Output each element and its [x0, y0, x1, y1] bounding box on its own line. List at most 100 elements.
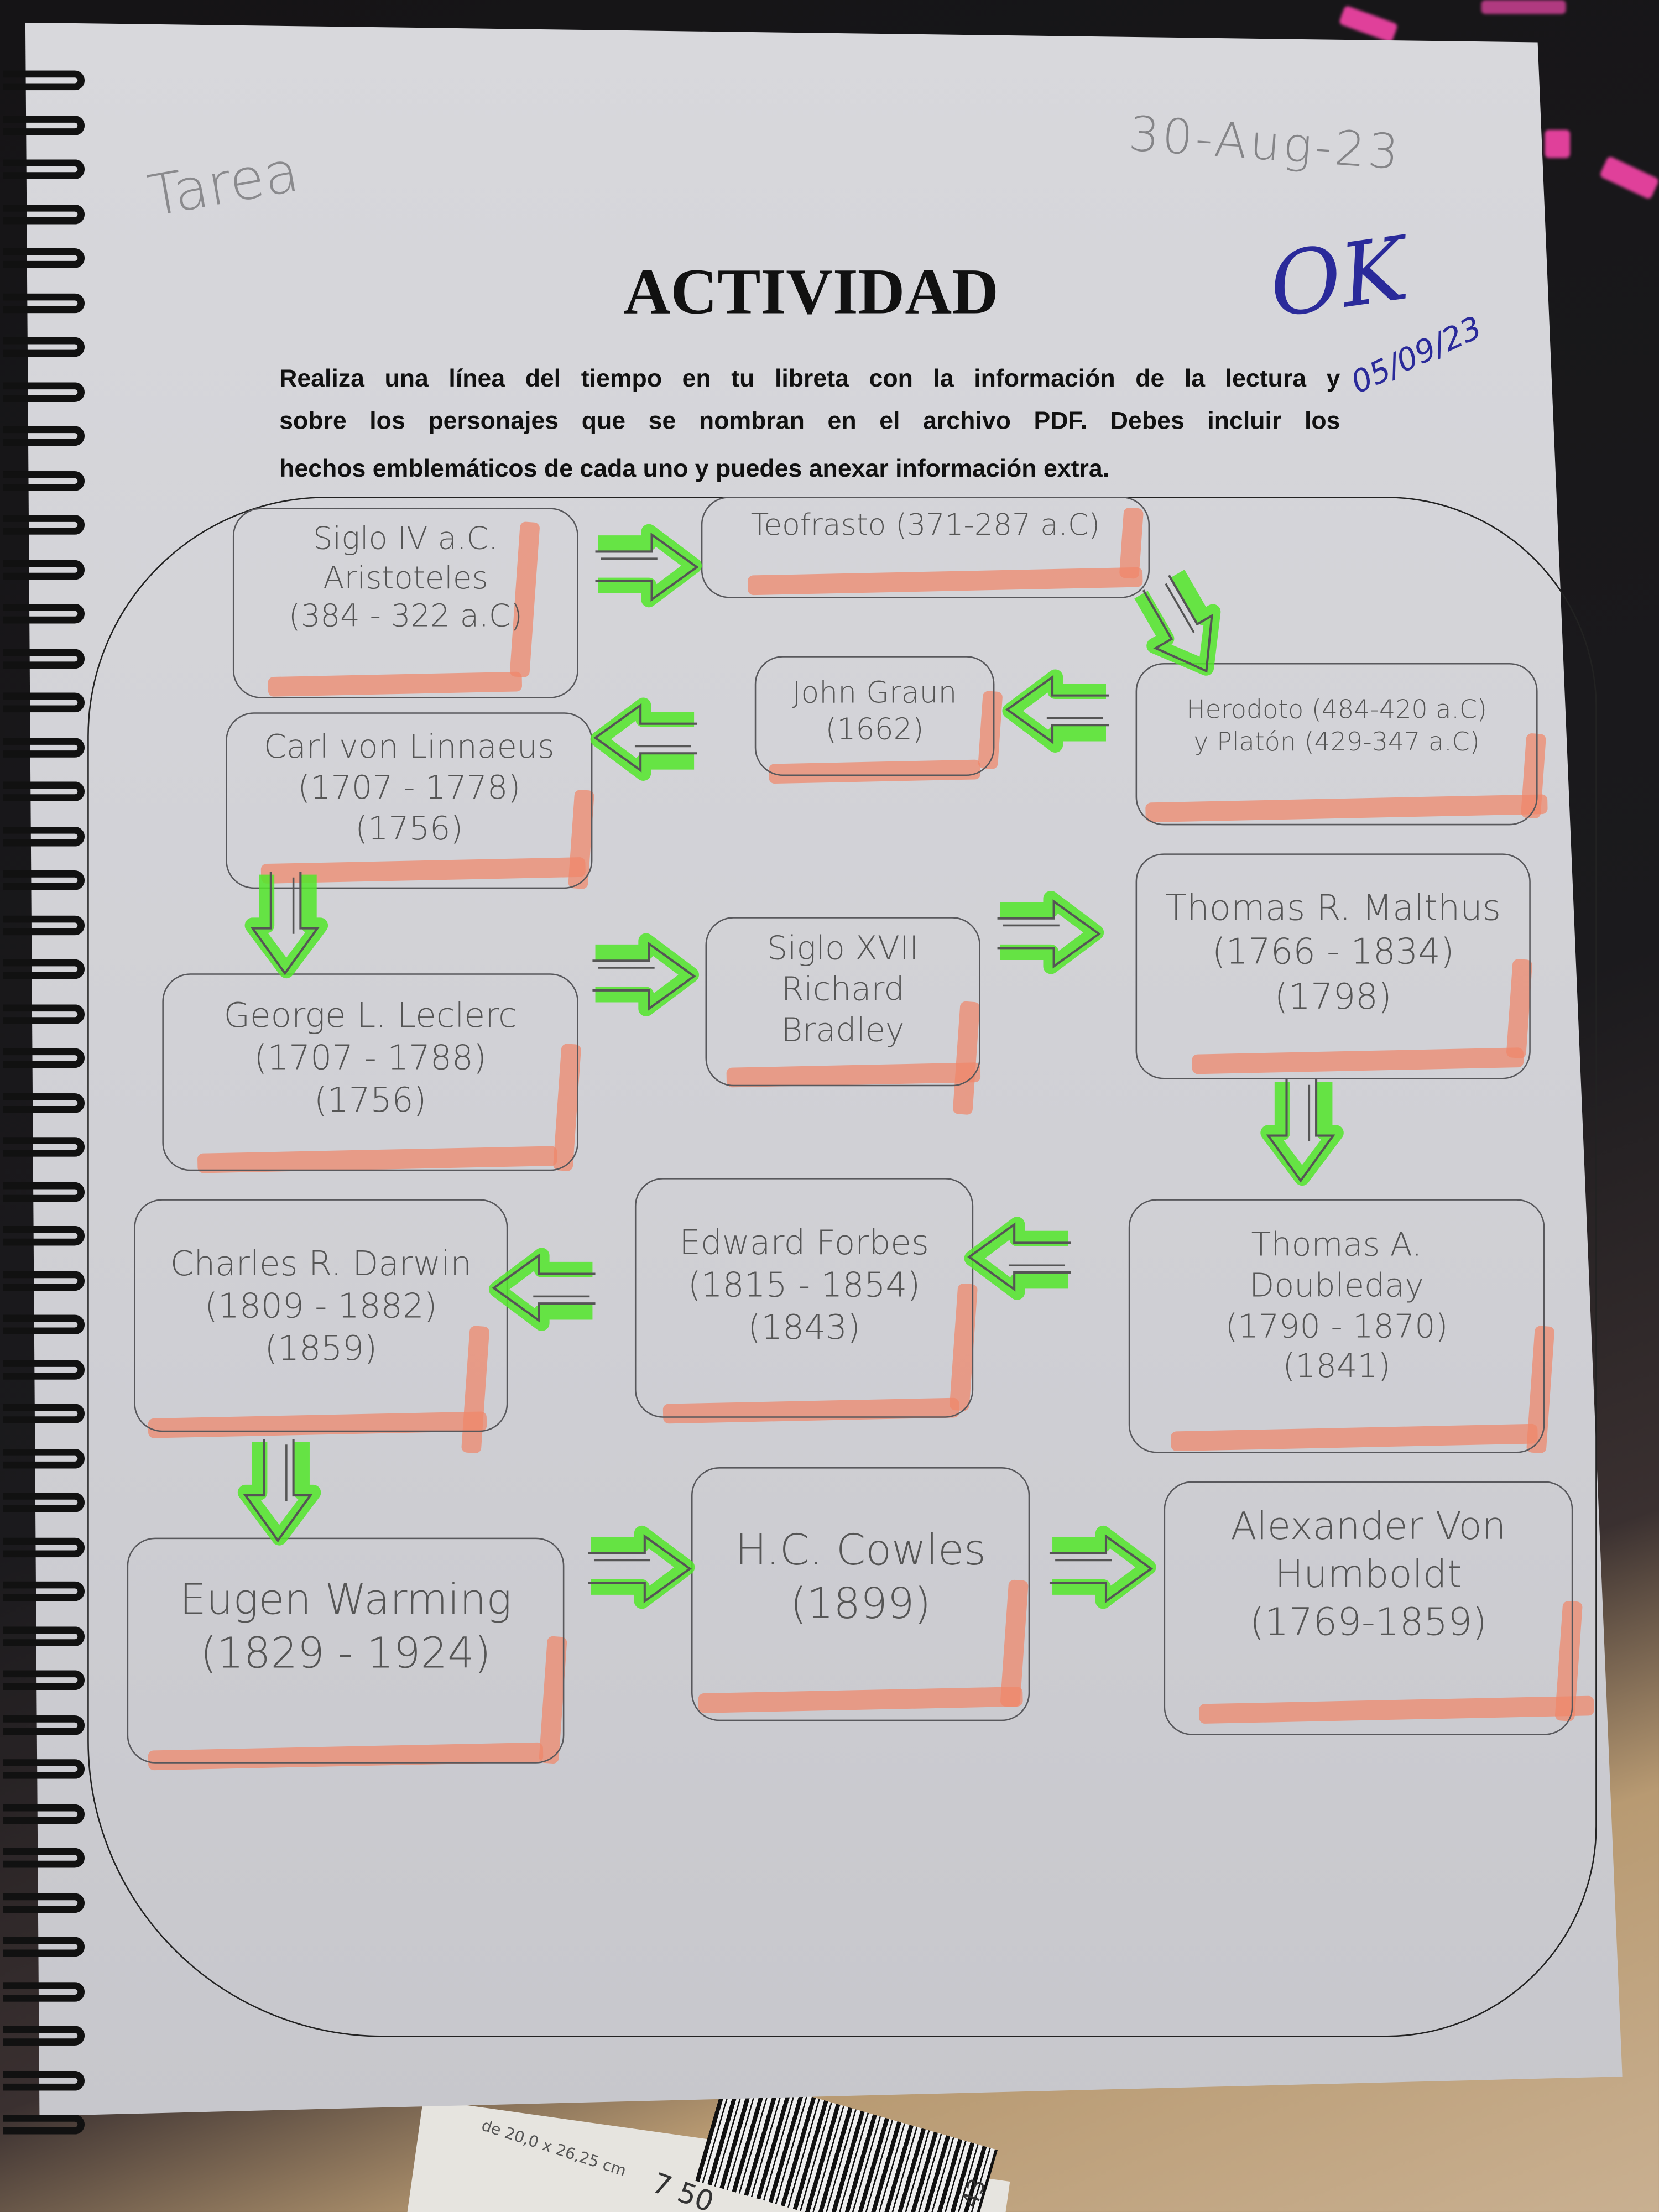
spiral-ring [3, 1581, 85, 1601]
timeline-text-line: (1815 - 1854) [687, 1265, 921, 1305]
timeline-text-line: (1707 - 1788) [254, 1038, 487, 1078]
spiral-ring [3, 1626, 85, 1646]
block-arrow-icon [1047, 1525, 1156, 1609]
timeline-text-line: Bradley [781, 1012, 905, 1049]
spiral-ring [3, 870, 85, 890]
timeline-box-carl-von-linnaeus: Carl von Linnaeus(1707 - 1778)(1756) [226, 712, 593, 889]
timeline-text-line: (1790 - 1870) [1225, 1308, 1448, 1345]
instruction-line-2: sobre los personajes que se nombran en e… [279, 406, 1340, 435]
spiral-ring [3, 1181, 85, 1202]
spiral-ring [3, 159, 85, 179]
timeline-text-line: (1829 - 1924) [200, 1629, 491, 1678]
timeline-text-line: (1859) [264, 1329, 378, 1369]
timeline-box-charles-darwin: Charles R. Darwin(1809 - 1882)(1859) [134, 1199, 508, 1432]
spiral-ring [3, 1359, 85, 1379]
block-arrow-icon [589, 933, 700, 1016]
spiral-ring [3, 114, 85, 135]
spiral-ring [3, 1270, 85, 1290]
block-arrow-icon [244, 869, 328, 979]
spiral-ring [3, 70, 85, 91]
spiral-ring [3, 2114, 85, 2135]
timeline-text-line: Charles R. Darwin [170, 1244, 472, 1284]
block-arrow-icon [964, 1217, 1073, 1300]
spiral-ring [3, 959, 85, 979]
grade-mark: OK [1263, 216, 1413, 338]
page-title: ACTIVIDAD [623, 255, 999, 327]
spiral-ring [3, 204, 85, 224]
timeline-text-line: (1766 - 1834) [1212, 931, 1454, 973]
timeline-text-line: (1841) [1282, 1349, 1391, 1386]
timeline-text-line: (1707 - 1778) [298, 770, 521, 807]
spiral-ring [3, 1714, 85, 1735]
spiral-ring [3, 1759, 85, 1779]
spiral-ring [3, 426, 85, 446]
timeline-text-line: Siglo XVII [766, 931, 919, 968]
spiral-ring [3, 1048, 85, 1068]
block-arrow-icon [1124, 562, 1241, 691]
timeline-text-line: (1662) [825, 712, 924, 747]
keyboard-key-light [1599, 155, 1659, 200]
timeline-box-thomas-doubleday: Thomas A.Doubleday(1790 - 1870)(1841) [1128, 1199, 1545, 1453]
spiral-ring [3, 293, 85, 313]
spiral-ring [3, 1448, 85, 1468]
timeline-text-line: (1756) [314, 1081, 427, 1120]
keyboard-key-light [1545, 129, 1571, 158]
spiral-ring [3, 248, 85, 268]
spiral-ring [3, 1404, 85, 1423]
timeline-text-line: Edward Forbes [679, 1223, 929, 1263]
spiral-ring [3, 826, 85, 846]
timeline-box-aristoteles: Siglo IV a.C.Aristoteles(384 - 322 a.C) [232, 508, 578, 698]
timeline-text-line: Thomas R. Malthus [1165, 887, 1501, 928]
spiral-ring [3, 1137, 85, 1157]
timeline-text-line: Thomas A. [1251, 1227, 1422, 1264]
timeline-text-line: Richard [781, 972, 905, 1009]
timeline-text-line: (1809 - 1882) [205, 1286, 437, 1326]
spiral-ring [3, 648, 85, 668]
timeline-text-line: Teofrasto (371-287 a.C) [750, 508, 1100, 542]
spiral-ring [3, 337, 85, 357]
spiral-ring [3, 1492, 85, 1512]
timeline-box-teofrasto: Teofrasto (371-287 a.C) [701, 496, 1150, 598]
keyboard-key-light [1481, 0, 1566, 14]
spiral-ring [3, 1537, 85, 1557]
spiral-ring [3, 2070, 85, 2090]
block-arrow-icon [1260, 1076, 1344, 1186]
spiral-ring [3, 559, 85, 580]
block-arrow-icon [586, 1525, 695, 1609]
timeline-text-line: Alexander Von [1230, 1505, 1506, 1549]
spiral-ring [3, 915, 85, 935]
spiral-ring [3, 1892, 85, 1912]
spiral-ring [3, 1803, 85, 1824]
spiral-ring [3, 1981, 85, 2001]
spiral-ring [3, 1937, 85, 1957]
timeline-text-line: Humboldt [1275, 1553, 1462, 1597]
timeline-text-line: Eugen Warming [179, 1575, 512, 1625]
spiral-ring [3, 470, 85, 491]
timeline-text-line: (1899) [790, 1579, 931, 1629]
spiral-ring [3, 2026, 85, 2046]
timeline-text-line: (1798) [1274, 975, 1392, 1016]
block-arrow-icon [237, 1436, 321, 1546]
keyboard-key-light [1338, 5, 1399, 43]
timeline-text-line: George L. Leclerc [223, 996, 517, 1036]
block-arrow-icon [1002, 669, 1112, 753]
timeline-box-edward-forbes: Edward Forbes(1815 - 1854)(1843) [634, 1178, 974, 1418]
spiral-ring [3, 1314, 85, 1335]
timeline-box-eugen-warming: Eugen Warming(1829 - 1924) [127, 1537, 565, 1764]
timeline-text-line: (1756) [355, 810, 463, 847]
block-arrow-icon [590, 697, 700, 781]
block-arrow-icon [994, 890, 1104, 974]
spiral-ring [3, 1092, 85, 1113]
label-size-text: de 20,0 x 26,25 cm [479, 2116, 629, 2180]
instruction-line-1: Realiza una línea del tiempo en tu libre… [279, 364, 1340, 393]
timeline-text-line: H.C. Cowles [735, 1526, 986, 1576]
timeline-text-line: John Graun [792, 675, 957, 710]
spiral-ring [3, 1004, 85, 1024]
timeline-box-thomas-malthus: Thomas R. Malthus(1766 - 1834)(1798) [1135, 853, 1531, 1079]
spiral-ring [3, 781, 85, 801]
timeline-box-herodoto-platon: Herodoto (484-420 a.C)y Platón (429-347 … [1135, 662, 1538, 826]
spiral-ring [3, 1848, 85, 1868]
